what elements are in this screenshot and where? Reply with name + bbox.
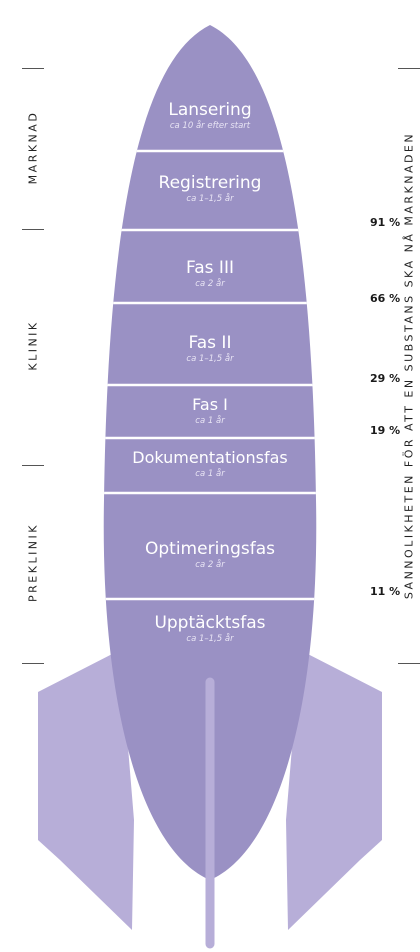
section-label-klinik: KLINIK (26, 320, 40, 371)
phase-name: Upptäcktsfas (154, 613, 266, 633)
probability-11: 11 % (370, 585, 401, 598)
phase-duration: ca 1–1,5 år (186, 634, 234, 644)
tick-left (22, 68, 44, 69)
phase-name: Optimeringsfas (145, 539, 275, 559)
phase-duration: ca 1–1,5 år (186, 354, 234, 364)
phase-upptacktsfas: Upptäcktsfas ca 1–1,5 år (120, 613, 300, 645)
phase-duration: ca 10 år efter start (169, 121, 251, 131)
phase-name: Fas II (188, 333, 232, 353)
tick-right (398, 68, 420, 69)
left-fin (38, 650, 134, 930)
phase-fas-iii: Fas III ca 2 år (120, 258, 300, 290)
phase-duration: ca 1–1,5 år (186, 194, 234, 204)
phase-name: Fas I (192, 395, 228, 414)
probability-91: 91 % (370, 216, 401, 229)
probability-66: 66 % (370, 292, 401, 305)
rocket-body (103, 25, 317, 880)
tick-left (22, 663, 44, 664)
phase-duration: ca 1 år (195, 469, 225, 479)
phase-lansering: Lansering ca 10 år efter start (120, 100, 300, 132)
phase-name: Registrering (158, 173, 262, 193)
tick-right (398, 663, 420, 664)
phase-duration: ca 1 år (195, 416, 225, 426)
phase-fas-i: Fas I ca 1 år (120, 395, 300, 427)
phase-dokumentationsfas: Dokumentationsfas ca 1 år (120, 448, 300, 480)
probability-29: 29 % (370, 372, 401, 385)
phase-duration: ca 2 år (195, 560, 225, 570)
phase-name: Fas III (186, 258, 234, 278)
probability-axis-label: SANNOLIKHETEN FÖR ATT EN SUBSTANS SKA NÅ… (402, 131, 416, 600)
right-fin (286, 650, 382, 930)
probability-19: 19 % (370, 424, 401, 437)
phase-registrering: Registrering ca 1–1,5 år (120, 173, 300, 205)
section-label-preklinik: PREKLINIK (26, 523, 40, 602)
phase-duration: ca 2 år (195, 279, 225, 289)
tick-left (22, 465, 44, 466)
tick-left (22, 229, 44, 230)
phase-optimeringsfas: Optimeringsfas ca 2 år (120, 539, 300, 571)
phase-fas-ii: Fas II ca 1–1,5 år (120, 333, 300, 365)
phase-name: Lansering (168, 100, 252, 120)
phase-name: Dokumentationsfas (132, 448, 288, 467)
section-label-marknad: MARKNAD (26, 110, 40, 185)
